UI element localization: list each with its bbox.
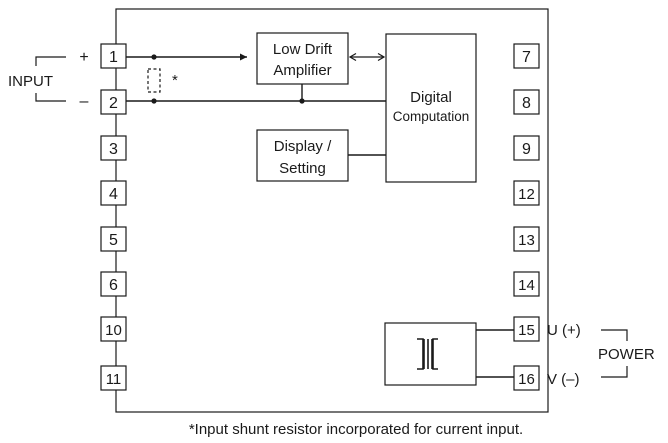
amplifier-block: [256, 32, 349, 85]
terminal-12: [513, 180, 540, 206]
terminal-5: [100, 226, 127, 252]
power-v-label: V (–): [547, 371, 580, 388]
power-u-label: U (+): [547, 322, 581, 339]
terminal-12-label: 12: [518, 186, 535, 203]
amplifier-label-line1: Low Drift: [273, 41, 333, 58]
terminal-7-label: 7: [522, 49, 531, 66]
terminal-2: [100, 89, 127, 115]
display-label-line1: Display /: [274, 138, 332, 155]
terminal-16-label: 16: [518, 371, 535, 388]
terminal-6: [100, 271, 127, 297]
right-terminal-column: 7 8 9 12 13 14 15 16: [513, 43, 540, 391]
terminal-10: [100, 316, 127, 342]
terminal-13-label: 13: [518, 232, 535, 249]
terminal-1-label: 1: [109, 49, 118, 66]
input-label: INPUT: [8, 73, 53, 90]
terminal-6-label: 6: [109, 277, 118, 294]
computation-label-line1: Digital: [410, 89, 452, 106]
power-bracket: [601, 329, 628, 378]
input-bracket: [35, 56, 66, 102]
shunt-asterisk: *: [172, 72, 178, 89]
terminal-13: [513, 226, 540, 252]
left-terminal-column: 1 2 3 4 5 6 10 11: [100, 43, 127, 391]
footnote: *Input shunt resistor incorporated for c…: [189, 421, 523, 438]
display-setting-block: [256, 129, 349, 182]
terminal-3-label: 3: [109, 141, 118, 158]
input-wiring: [126, 53, 386, 104]
terminal-11: [100, 365, 127, 391]
terminal-9-label: 9: [522, 141, 531, 158]
power-wiring: [476, 329, 514, 378]
terminal-10-label: 10: [105, 322, 122, 339]
input-plus-sign: +: [79, 49, 88, 66]
terminal-14-label: 14: [518, 277, 535, 294]
display-label-line2: Setting: [279, 160, 326, 177]
transformer-icon: [417, 338, 438, 370]
terminal-11-label: 11: [106, 371, 122, 388]
terminal-16: [513, 365, 540, 391]
terminal-1: [100, 43, 127, 69]
terminal-4: [100, 180, 127, 206]
terminal-7: [513, 43, 540, 69]
power-supply-block: [384, 322, 477, 386]
housing-outline: [115, 8, 549, 413]
terminal-9: [513, 135, 540, 161]
input-minus-sign: –: [80, 93, 89, 110]
amplifier-label-line2: Amplifier: [273, 62, 331, 79]
computation-block: [385, 33, 477, 183]
terminal-14: [513, 271, 540, 297]
computation-label-line2: Computation: [393, 109, 470, 124]
terminal-8: [513, 89, 540, 115]
terminal-15: [513, 316, 540, 342]
power-label: POWER: [598, 346, 655, 363]
terminal-4-label: 4: [109, 186, 118, 203]
shunt-resistor-symbol: [147, 68, 161, 93]
terminal-2-label: 2: [109, 95, 118, 112]
terminal-3: [100, 135, 127, 161]
amp-computation-arrow: [348, 52, 386, 62]
terminal-5-label: 5: [109, 232, 118, 249]
terminal-15-label: 15: [518, 322, 535, 339]
terminal-8-label: 8: [522, 95, 531, 112]
